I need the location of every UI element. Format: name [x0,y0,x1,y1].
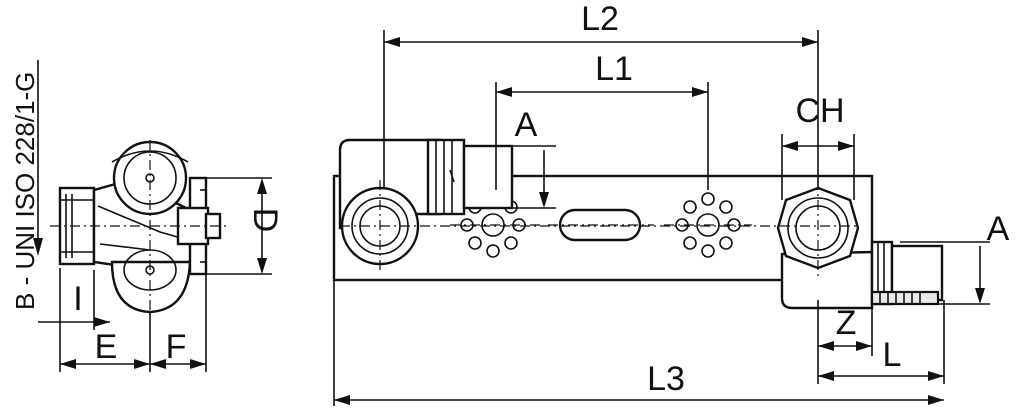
side-bottom-fitting [110,260,192,314]
dim-a-top-label: A [515,106,538,144]
dim-z-label: Z [836,304,857,342]
dim-ch-label: CH [795,92,844,130]
dim-d-label: D [246,208,284,233]
front-slot [558,208,642,242]
dim-a-right-label: A [987,210,1010,248]
hole-pattern-right [664,192,752,258]
thread-standard-label: B - UNI ISO 228/1-G [10,72,40,310]
front-view: L2 L1 A CH A Z [332,0,1010,406]
left-elbow-fitting [338,138,514,266]
dim-f-label: F [166,328,187,366]
right-tee-fitting [776,186,944,310]
dim-l2-label: L2 [581,0,619,38]
side-view: B - UNI ISO 228/1-G [10,60,284,372]
dim-l1-label: L1 [595,50,633,88]
thread-standard-arrow [33,238,43,256]
dim-l-label: L [883,336,902,374]
dim-e-label: E [95,328,118,366]
dim-i-label: I [73,280,82,318]
dim-l3-label: L3 [647,360,685,398]
